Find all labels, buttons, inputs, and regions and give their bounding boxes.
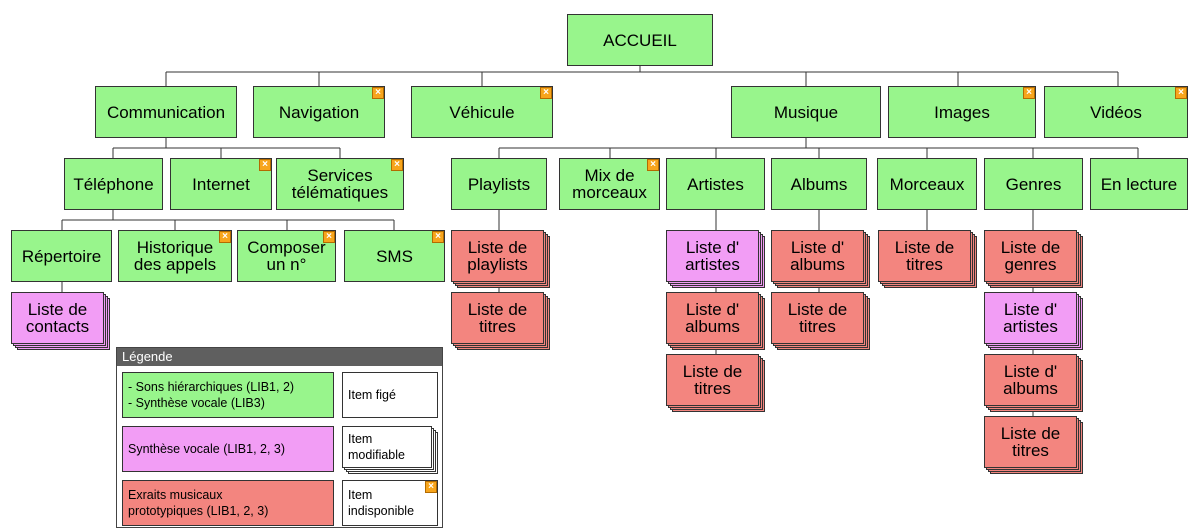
unavailable-icon: × [425,481,437,493]
legend-red-swatch: Exraits musicaux prototypiques (LIB1, 2,… [122,480,334,526]
node-albums-liste-titres[interactable]: Liste de titres [771,292,864,344]
node-internet[interactable]: Internet × [170,158,272,210]
node-genres-liste-artistes[interactable]: Liste d' artistes [984,292,1077,344]
unavailable-icon: × [323,231,335,243]
node-liste-playlists[interactable]: Liste de playlists [451,230,544,282]
node-artistes-liste-albums[interactable]: Liste d' albums [666,292,759,344]
legend-modifiable-item: Item modifiable [342,426,432,468]
node-liste-artistes-label: Liste d' artistes [1003,300,1058,336]
node-playlists-label: Playlists [467,174,531,194]
node-images-label: Images [934,102,990,122]
legend-modifiable-label: Item modifiable [348,432,405,462]
legend-green-label: - Sons hiérarchiques (LIB1, 2) - Synthès… [128,380,295,410]
node-en-lecture[interactable]: En lecture [1090,158,1188,210]
node-liste-artistes-label: Liste d' artistes [685,238,740,274]
node-morceaux[interactable]: Morceaux [877,158,977,210]
node-repertoire[interactable]: Répertoire [11,230,112,282]
node-mix-label: Mix de morceaux [572,166,647,202]
node-sms-label: SMS [376,246,413,266]
node-internet-label: Internet [192,174,250,194]
node-communication-label: Communication [106,102,226,122]
legend-green-swatch: - Sons hiérarchiques (LIB1, 2) - Synthès… [122,372,334,418]
node-liste-genres[interactable]: Liste de genres [984,230,1077,282]
node-artistes[interactable]: Artistes [666,158,765,210]
node-accueil[interactable]: ACCUEIL [567,14,713,66]
legend-panel: Légende - Sons hiérarchiques (LIB1, 2) -… [116,347,443,528]
node-liste-albums-label: Liste d' albums [685,300,740,336]
node-albums-liste-albums[interactable]: Liste d' albums [771,230,864,282]
unavailable-icon: × [372,87,384,99]
node-liste-contacts[interactable]: Liste de contacts [11,292,104,344]
node-navigation-label: Navigation [278,102,360,122]
node-liste-titres-label: Liste de titres [787,300,848,336]
unavailable-icon: × [259,159,271,171]
node-musique[interactable]: Musique [731,86,881,138]
node-morceaux-liste-titres[interactable]: Liste de titres [878,230,971,282]
node-images[interactable]: Images × [888,86,1036,138]
node-genres-liste-titres[interactable]: Liste de titres [984,416,1077,468]
node-historique-label: Historique des appels [133,238,217,274]
node-liste-albums-label: Liste d' albums [790,238,845,274]
node-playlists[interactable]: Playlists [451,158,547,210]
node-artistes-liste-titres[interactable]: Liste de titres [666,354,759,406]
node-liste-contacts-label: Liste de contacts [25,300,90,336]
unavailable-icon: × [391,159,403,171]
node-genres-label: Genres [1005,174,1062,194]
node-liste-genres-label: Liste de genres [1000,238,1061,274]
node-liste-titres-label: Liste de titres [467,300,528,336]
node-liste-titres-label: Liste de titres [682,362,743,398]
node-composer-numero[interactable]: Composer un n° × [237,230,336,282]
legend-fixed-item: Item figé [342,372,438,418]
node-communication[interactable]: Communication [95,86,237,138]
node-navigation[interactable]: Navigation × [253,86,385,138]
node-musique-label: Musique [773,102,839,122]
node-sms[interactable]: SMS × [344,230,445,282]
node-morceaux-label: Morceaux [889,174,965,194]
node-services-telematiques[interactable]: Services télématiques × [276,158,404,210]
node-liste-playlists-label: Liste de playlists [467,238,528,274]
node-playlists-liste-titres[interactable]: Liste de titres [451,292,544,344]
node-liste-albums-label: Liste d' albums [1003,362,1058,398]
node-services-label: Services télématiques [291,166,389,202]
node-liste-titres-label: Liste de titres [894,238,955,274]
node-repertoire-label: Répertoire [21,246,102,266]
node-genres-liste-albums[interactable]: Liste d' albums [984,354,1077,406]
legend-unavailable-item: Item indisponible × [342,480,438,526]
node-albums-label: Albums [790,174,848,194]
node-liste-artistes[interactable]: Liste d' artistes [666,230,759,282]
node-videos[interactable]: Vidéos × [1044,86,1188,138]
unavailable-icon: × [540,87,552,99]
node-historique-appels[interactable]: Historique des appels × [118,230,232,282]
legend-fixed-label: Item figé [348,388,396,402]
unavailable-icon: × [219,231,231,243]
node-albums[interactable]: Albums [771,158,867,210]
unavailable-icon: × [1023,87,1035,99]
node-telephone[interactable]: Téléphone [64,158,163,210]
node-composer-label: Composer un n° [247,238,326,274]
legend-red-label: Exraits musicaux prototypiques (LIB1, 2,… [128,488,269,518]
legend-unavailable-label: Item indisponible [348,488,415,518]
legend-pink-swatch: Synthèse vocale (LIB1, 2, 3) [122,426,334,472]
legend-pink-label: Synthèse vocale (LIB1, 2, 3) [128,442,286,456]
node-videos-label: Vidéos [1090,102,1142,122]
unavailable-icon: × [1175,87,1187,99]
node-mix-morceaux[interactable]: Mix de morceaux × [559,158,660,210]
node-telephone-label: Téléphone [73,174,154,194]
node-vehicule[interactable]: Véhicule × [411,86,553,138]
node-accueil-label: ACCUEIL [603,30,677,50]
unavailable-icon: × [647,159,659,171]
node-genres[interactable]: Genres [984,158,1083,210]
node-vehicule-label: Véhicule [449,102,515,122]
legend-title: Légende [117,348,442,366]
node-artistes-label: Artistes [687,174,744,194]
unavailable-icon: × [432,231,444,243]
node-liste-titres-label: Liste de titres [1000,424,1061,460]
node-en-lecture-label: En lecture [1100,174,1178,194]
